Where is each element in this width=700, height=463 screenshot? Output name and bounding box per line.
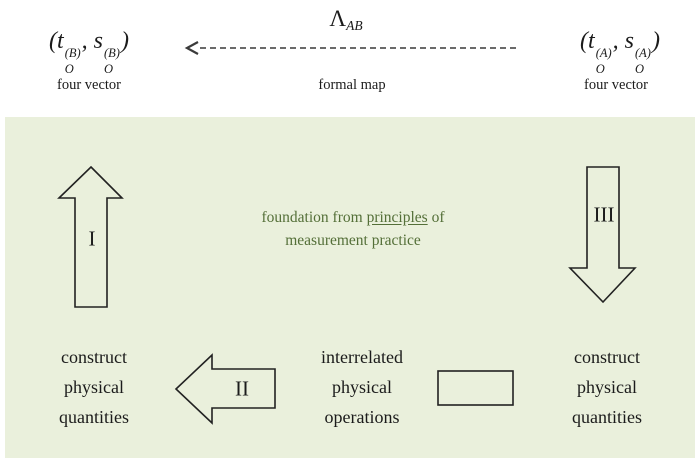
- paren: (: [580, 28, 589, 54]
- s-symbol: s: [93, 28, 103, 54]
- text-line: construct: [61, 347, 127, 367]
- lambda-subscript: AB: [346, 18, 363, 33]
- foundation-note: foundation from principles of measuremen…: [228, 206, 478, 252]
- text-line: physical: [577, 377, 637, 397]
- four-vector-b-formula: (t(B)O, s(B)O): [14, 24, 164, 75]
- paren: ): [651, 28, 660, 54]
- comma: ,: [612, 28, 625, 54]
- down-arrow-label: III: [593, 202, 615, 227]
- left-arrow-label: II: [235, 376, 249, 401]
- t-subsup: (B)O: [64, 46, 81, 76]
- s-subsup: (B)O: [104, 46, 120, 76]
- four-vector-b-caption: four vector: [56, 77, 121, 93]
- construct-quantities-left: construct physical quantities: [19, 342, 169, 432]
- text-line: physical: [332, 377, 392, 397]
- lambda: Λ: [329, 6, 347, 31]
- left-arrow-shape: [174, 353, 276, 425]
- four-vector-a-formula: (t(A)O, s(A)O): [545, 24, 695, 75]
- t-symbol: t: [588, 28, 595, 54]
- up-arrow-label: I: [88, 226, 96, 251]
- formal-map-caption: formal map: [318, 77, 386, 93]
- paren: ): [120, 28, 129, 54]
- t-symbol: t: [57, 28, 64, 54]
- construct-quantities-right: construct physical quantities: [532, 342, 682, 432]
- comma: ,: [81, 28, 94, 54]
- foundation-note-line2: measurement practice: [285, 232, 421, 249]
- interrelated-operations: interrelated physical operations: [287, 342, 437, 432]
- t-subsup: (A)O: [595, 46, 612, 76]
- s-symbol: s: [624, 28, 634, 54]
- s-subsup: (A)O: [635, 46, 651, 76]
- four-vector-a-caption: four vector: [583, 77, 648, 93]
- measurement-practice-panel: [5, 117, 695, 458]
- foundation-note-line1: foundation from principles of: [261, 209, 445, 226]
- text-line: construct: [574, 347, 640, 367]
- paren: (: [49, 28, 58, 54]
- down-arrow-shape: [568, 166, 637, 304]
- up-arrow-shape: [57, 165, 124, 308]
- underlined-principles: principles: [366, 209, 428, 226]
- dashed-arrow-head-icon: [184, 41, 199, 55]
- text-line: quantities: [59, 407, 129, 427]
- text-line: quantities: [572, 407, 642, 427]
- lambda-map-symbol: ΛAB: [271, 6, 421, 34]
- text-line: interrelated: [321, 347, 403, 367]
- text-line: operations: [324, 407, 400, 427]
- connector-rectangle: [437, 370, 514, 406]
- text-line: physical: [64, 377, 124, 397]
